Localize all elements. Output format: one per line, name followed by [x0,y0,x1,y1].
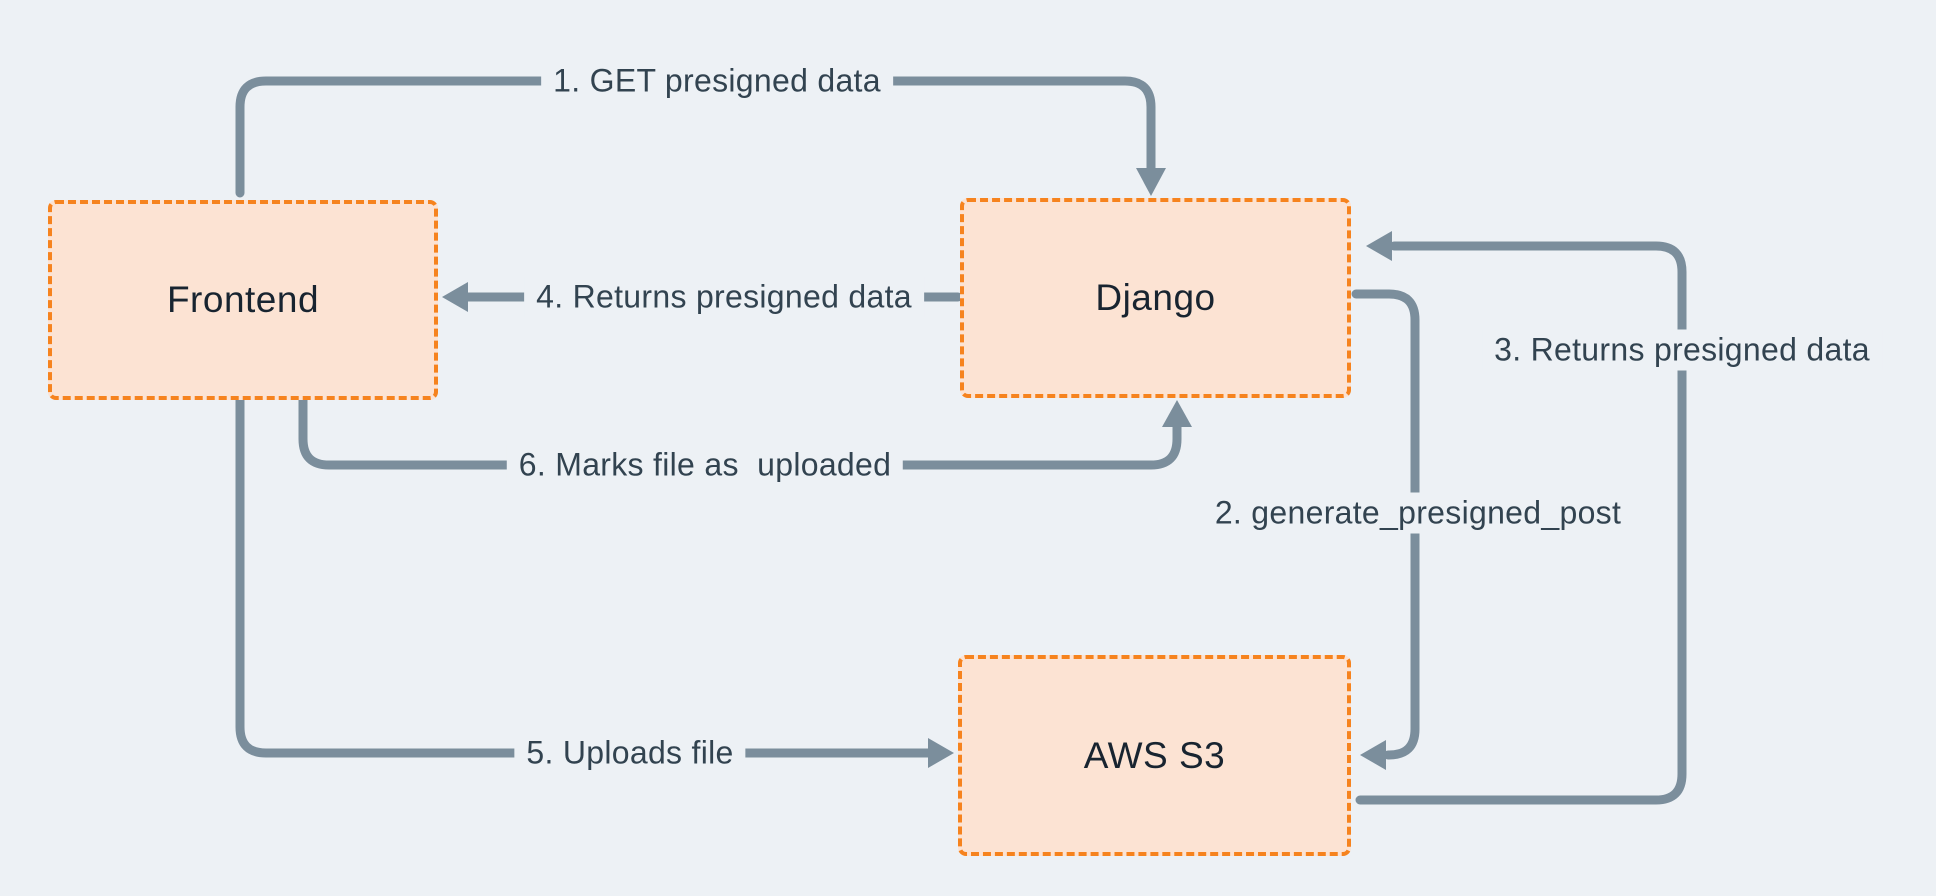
arrow-5-head-right-icon [928,738,954,768]
arrow-4-head-left-icon [442,282,468,312]
node-aws-s3: AWS S3 [958,655,1351,856]
node-aws-s3-label: AWS S3 [1083,734,1226,776]
arrow-5-label: 5. Uploads file [514,732,746,774]
arrow-4-label: 4. Returns presigned data [524,276,924,318]
arrow-3-label: 3. Returns presigned data [1482,329,1882,371]
arrow-5-path [235,393,933,758]
arrow-6-head-up-icon [1162,400,1192,427]
arrow-2-head-left-icon [1360,740,1386,770]
arrow-2-label: 2. generate_presigned_post [1202,492,1634,534]
node-frontend-label: Frontend [166,279,320,320]
arrow-1-label: 1. GET presigned data [541,60,893,102]
arrow-3-path [1355,241,1687,805]
arrow-6-label: 6. Marks file as uploaded [506,444,904,486]
arrow-1-head-down-icon [1136,168,1166,196]
arrow-3-head-left-icon [1366,231,1392,261]
node-django-label: Django [1095,277,1216,318]
node-frontend: Frontend [48,200,438,400]
node-django: Django [960,198,1351,398]
